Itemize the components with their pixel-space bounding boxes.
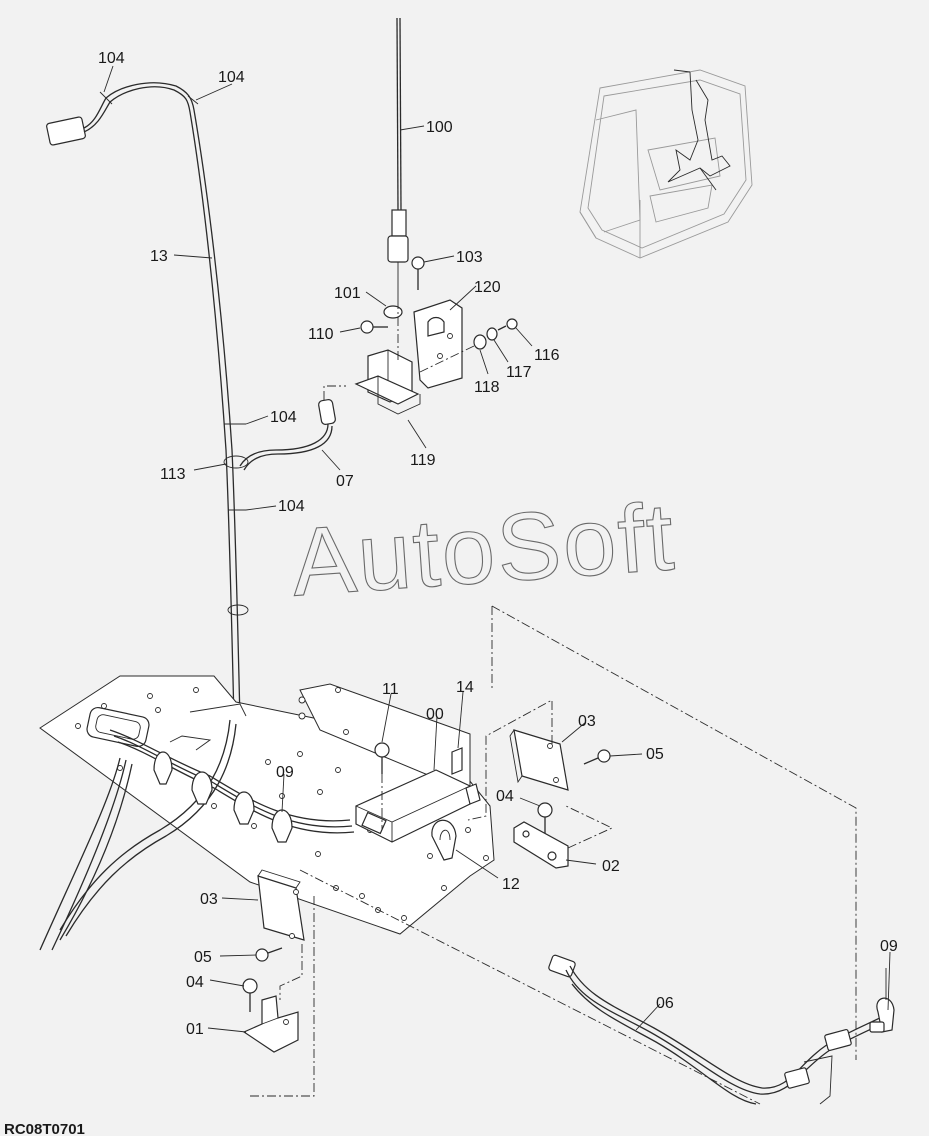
clip-09-right [869,968,895,1033]
cable-07 [239,385,346,471]
floor-plate [39,675,495,935]
callout-120: 120 [474,279,501,296]
callout-02: 02 [602,858,620,875]
clip-12 [431,819,457,861]
callout-119: 119 [410,452,436,469]
bolt-04-left [242,978,258,1012]
callout-04: 04 [496,788,514,805]
bracket-03-right [467,699,569,821]
callout-113: 113 [160,466,186,483]
callout-100: 100 [426,119,453,136]
bolt-05-left [255,947,283,962]
callout-03: 03 [200,891,218,908]
bracket-119 [354,300,421,415]
callout-00: 00 [426,706,444,723]
antenna-100 [360,17,425,334]
callout-104: 104 [218,69,245,86]
radio-unit-00 [355,742,481,843]
bracket-01 [242,896,315,1097]
harness-09 [39,719,355,951]
callout-104: 104 [278,498,305,515]
cable-13 [46,82,249,721]
callout-14: 14 [456,679,474,696]
callout-11: 11 [382,681,399,698]
figure-code: RC08T0701 [4,1121,85,1136]
harness-06 [548,954,891,1105]
callout-12: 12 [502,876,520,893]
callout-110: 110 [308,326,334,343]
callout-06: 06 [656,995,674,1012]
callout-07: 07 [336,473,354,490]
callout-09: 09 [276,764,294,781]
callout-labels: 104 104 100 13 103 101 120 110 116 117 1… [98,50,898,1038]
callout-03: 03 [578,713,596,730]
callout-04: 04 [186,974,204,991]
callout-103: 103 [456,249,483,266]
bracket-02 [513,805,614,869]
bracket-14 [451,747,463,775]
leader-lines [103,65,891,1033]
cab-location-inset [579,69,753,259]
watermark: AutoSoft [288,483,679,617]
bolt-11 [374,742,390,758]
hardware-116-118 [419,318,518,373]
callout-05: 05 [646,746,664,763]
connector-104-head [46,116,86,146]
bolt-110 [360,320,374,334]
callout-05: 05 [194,949,212,966]
callout-101: 101 [334,285,361,302]
routing-line-right [491,605,857,1060]
callout-13: 13 [150,248,168,265]
callout-118: 118 [474,379,500,396]
callout-09: 09 [880,938,898,955]
bolt-103 [411,256,425,270]
bracket-120 [413,299,463,389]
callout-104: 104 [270,409,297,426]
callout-116: 116 [534,347,560,364]
antenna-base-101 [383,305,403,319]
bolt-05-right [583,749,611,765]
callout-104: 104 [98,50,125,67]
bracket-03-left [257,869,305,941]
callout-01: 01 [186,1021,204,1038]
callout-117: 117 [506,364,532,381]
